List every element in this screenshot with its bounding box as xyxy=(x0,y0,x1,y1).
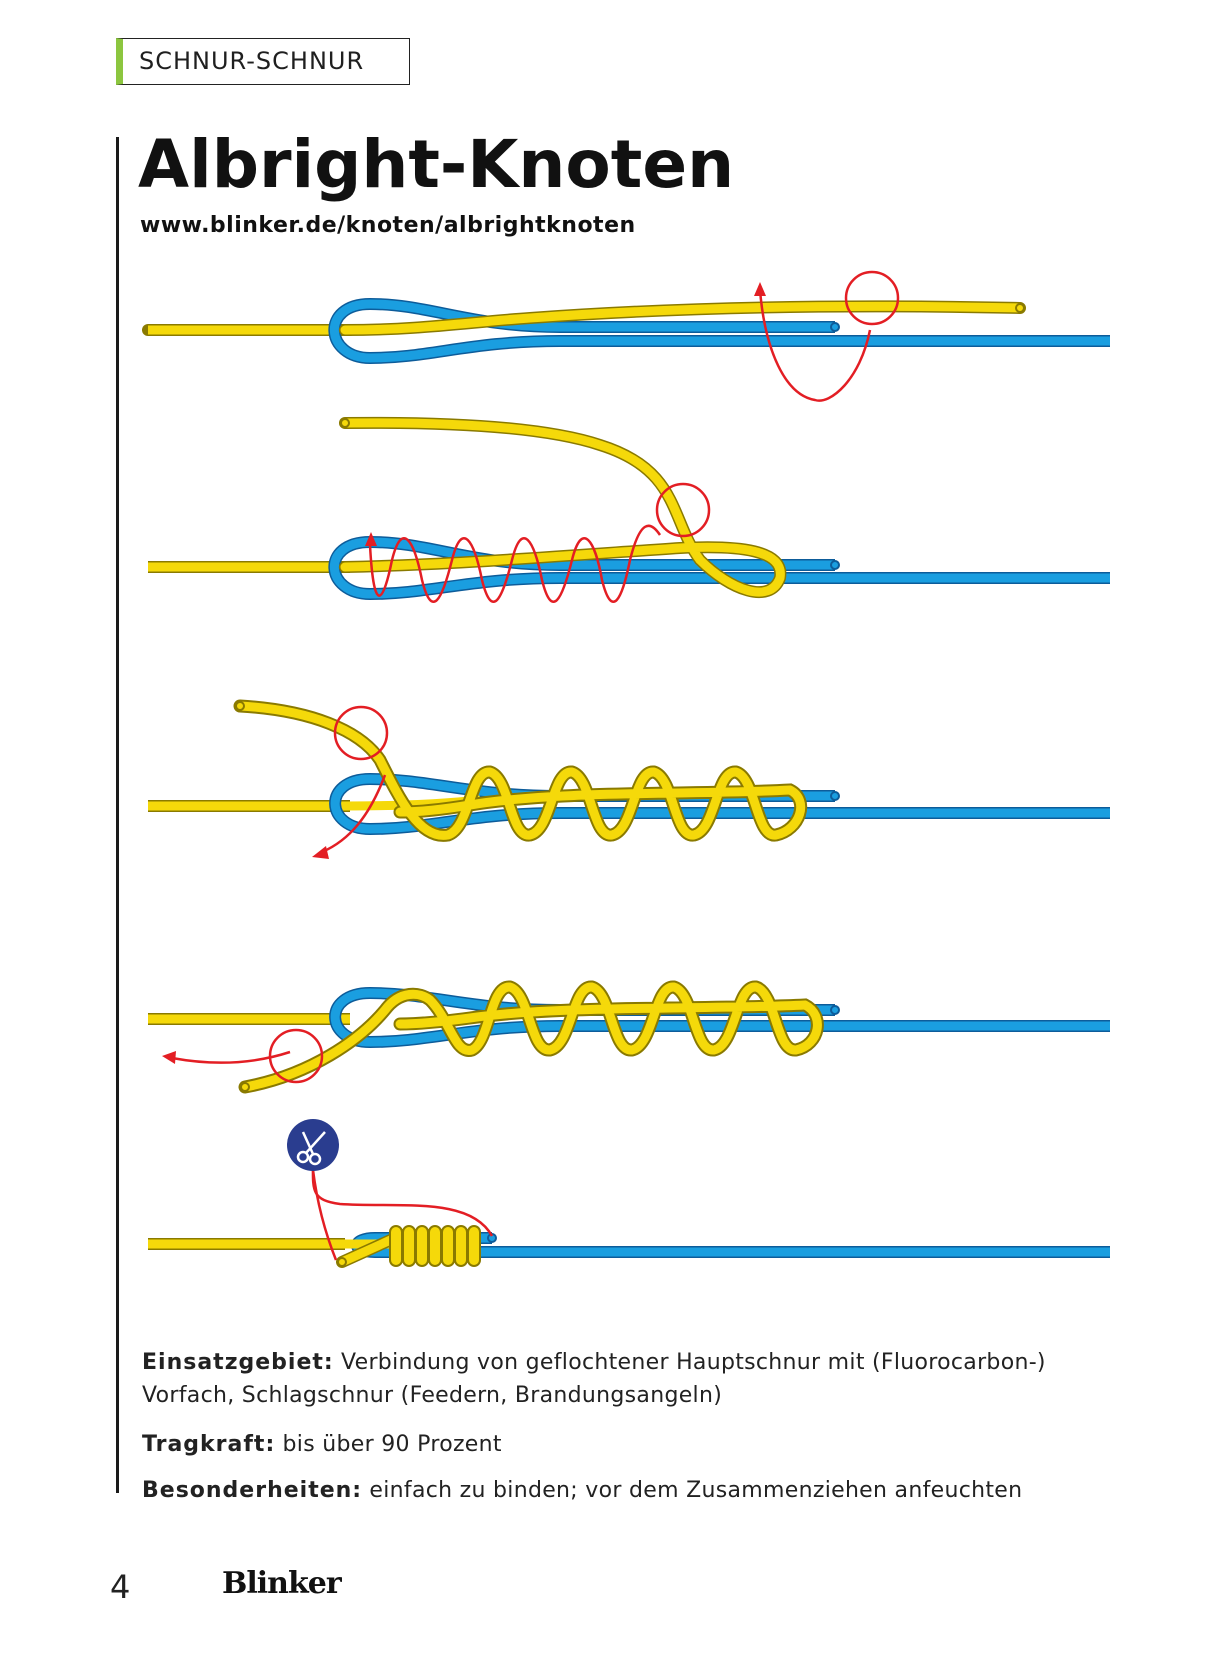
einsatz-label: Einsatzgebiet: xyxy=(142,1350,334,1375)
info-tragkraft: Tragkraft: bis über 90 Prozent xyxy=(142,1428,502,1461)
besonder-label: Besonderheiten: xyxy=(142,1478,363,1503)
step-5 xyxy=(148,1119,1110,1268)
page-title: Albright-Knoten xyxy=(138,126,735,203)
scissors-icon xyxy=(287,1119,339,1171)
step-4 xyxy=(148,980,1110,1094)
einsatz-text: Verbindung von geflochtener Hauptschnur … xyxy=(142,1350,1046,1408)
info-besonderheiten: Besonderheiten: einfach zu binden; vor d… xyxy=(142,1474,1022,1507)
tragkraft-text: bis über 90 Prozent xyxy=(282,1432,502,1457)
step-2 xyxy=(148,416,1110,604)
step-1 xyxy=(142,270,1110,402)
brand-logo: Blinker xyxy=(222,1566,342,1601)
source-url: www.blinker.de/knoten/albrightknoten xyxy=(140,213,636,238)
tragkraft-label: Tragkraft: xyxy=(142,1432,276,1457)
besonder-text: einfach zu binden; vor dem Zusammenziehe… xyxy=(369,1478,1023,1503)
vertical-rule xyxy=(116,137,119,1493)
step-3 xyxy=(148,699,1110,859)
info-einsatzgebiet: Einsatzgebiet: Verbindung von geflochten… xyxy=(142,1346,1102,1412)
knot-diagram xyxy=(142,270,1110,1268)
page-number: 4 xyxy=(110,1568,131,1606)
section-tag: SCHNUR-SCHNUR xyxy=(116,38,410,85)
